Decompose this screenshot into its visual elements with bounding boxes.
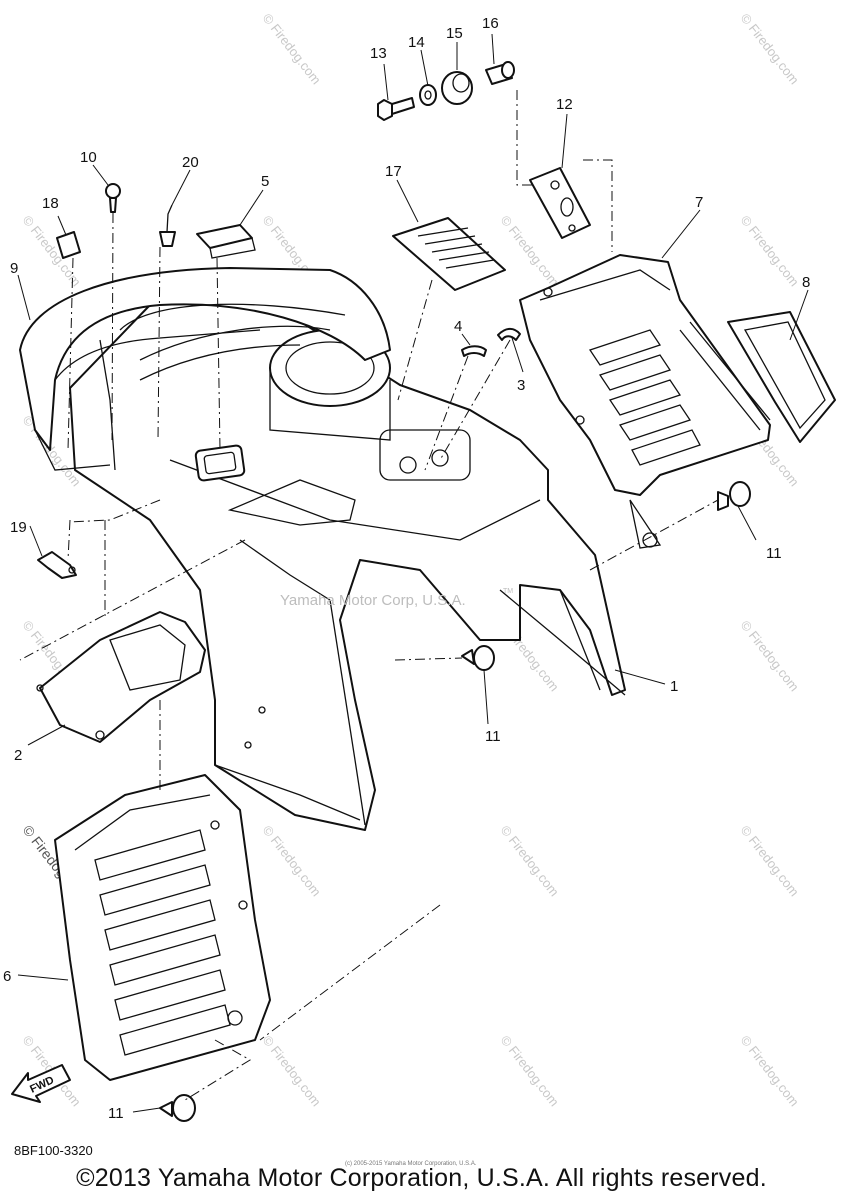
- watermark: © Firedog.com: [738, 11, 802, 88]
- watermark: © Firedog.com: [738, 1033, 802, 1110]
- callout-labels: 13 14 15 16 12 10 20 5 17 18 9 7 8 4 3 1…: [3, 15, 810, 1122]
- part-4-hose: [461, 345, 487, 357]
- part-16-collar: [485, 61, 515, 85]
- fwd-arrow: FWD: [11, 1064, 71, 1103]
- callout-19: 19: [10, 519, 27, 536]
- drawing-code: 8BF100-3320: [14, 1143, 93, 1158]
- callout-11: 11: [766, 545, 782, 562]
- callout-17: 17: [385, 163, 402, 180]
- part-11-bolt: [159, 1094, 196, 1122]
- copyright: ©2013 Yamaha Motor Corporation, U.S.A. A…: [76, 1164, 767, 1192]
- callout-4: 4: [454, 318, 462, 335]
- part-6-slats: [94, 829, 231, 1056]
- watermark: © Firedog.com: [260, 823, 324, 900]
- center-mark-tm: TM: [503, 588, 513, 595]
- part-1-front-body: [69, 299, 626, 831]
- callout-16: 16: [482, 15, 499, 32]
- part-2-bracket: [36, 611, 206, 743]
- part-18-cap: [56, 231, 81, 259]
- part-14-washer: [419, 84, 437, 106]
- callout-8: 8: [802, 274, 810, 291]
- callout-2: 2: [14, 747, 22, 764]
- callout-14: 14: [408, 34, 425, 51]
- part-20-clip: [159, 204, 176, 247]
- copyright-small: (c) 2005-2015 Yamaha Motor Corporation, …: [345, 1161, 477, 1167]
- watermark: © Firedog.com: [498, 1033, 562, 1110]
- part-7-slats: [588, 329, 701, 466]
- callout-11: 11: [485, 728, 501, 745]
- callout-7: 7: [695, 194, 703, 211]
- callout-3: 3: [517, 377, 525, 394]
- callout-13: 13: [370, 45, 387, 62]
- part-12-plate: [529, 167, 591, 239]
- leader-lines: [17, 33, 809, 1113]
- part-7-right-panel: [519, 254, 771, 549]
- part-8-pad: [727, 311, 836, 443]
- watermark: © Firedog.com: [738, 618, 802, 695]
- callout-12: 12: [556, 96, 573, 113]
- assembly-lines: [19, 90, 719, 1101]
- callout-1: 1: [670, 678, 678, 695]
- part-11-bolt: [461, 645, 495, 671]
- part-6-left-panel: [54, 774, 271, 1081]
- part-5-cover: [196, 224, 256, 259]
- callout-10: 10: [80, 149, 97, 166]
- part-15-grommet: [441, 71, 473, 105]
- part-3-hose: [497, 327, 521, 341]
- watermark: © Firedog.com: [260, 11, 324, 88]
- callout-5: 5: [261, 173, 269, 190]
- callout-15: 15: [446, 25, 463, 42]
- part-11-bolt: [717, 481, 751, 511]
- callout-18: 18: [42, 195, 59, 212]
- center-mark: Yamaha Motor Corp, U.S.A.: [280, 592, 466, 609]
- part-19-clip: [37, 551, 77, 579]
- callout-6: 6: [3, 968, 11, 985]
- watermark: © Firedog.com: [738, 213, 802, 290]
- part-17-label: [392, 217, 506, 291]
- watermark: © Firedog.com: [498, 213, 562, 290]
- callout-11: 11: [108, 1105, 124, 1122]
- part-10-screw: [105, 183, 121, 213]
- callout-9: 9: [10, 260, 18, 277]
- watermark: © Firedog.com: [738, 823, 802, 900]
- part-13-bolt: [377, 97, 415, 121]
- watermark: © Firedog.com: [260, 1033, 324, 1110]
- watermark: © Firedog.com: [498, 823, 562, 900]
- callout-20: 20: [182, 154, 199, 171]
